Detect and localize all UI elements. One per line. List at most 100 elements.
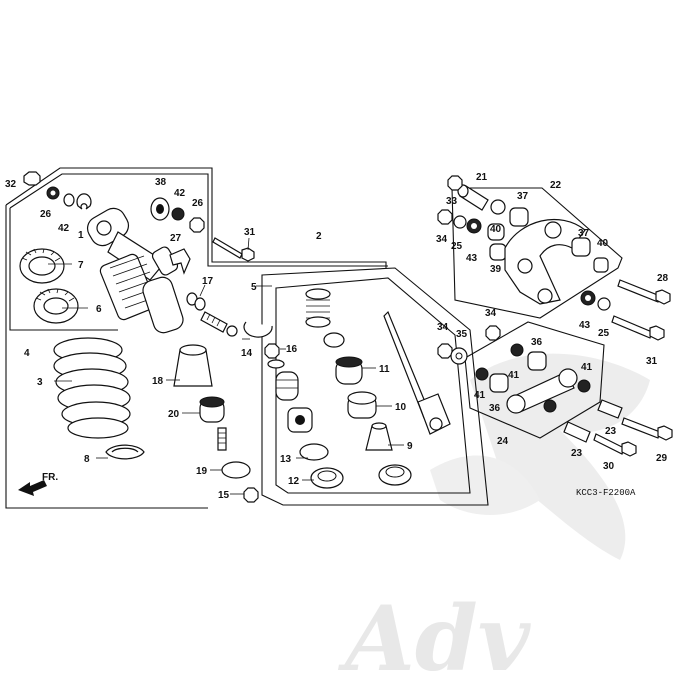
label-28: 28 xyxy=(657,273,669,284)
label-43: 43 xyxy=(466,253,478,264)
label-37: 37 xyxy=(517,191,529,202)
part-14-ring xyxy=(243,321,273,338)
part-32-nut xyxy=(23,171,41,186)
shock-absorber xyxy=(86,207,184,334)
label-22: 22 xyxy=(550,180,562,191)
part-18-boot xyxy=(173,344,213,387)
label-35: 35 xyxy=(456,329,468,340)
watermark-text: Adv xyxy=(337,586,532,678)
label-41b: 41 xyxy=(474,390,486,401)
label-12: 12 xyxy=(288,476,300,487)
label-39: 39 xyxy=(490,264,502,275)
part-24-connecting-rod xyxy=(506,368,578,414)
label-18: 18 xyxy=(152,376,164,387)
part-37-bushing-b xyxy=(571,237,591,257)
part-38-bushing xyxy=(150,197,170,221)
part-19-ring xyxy=(221,461,251,479)
part-30-bolt xyxy=(593,433,637,457)
part-stack-left xyxy=(267,359,313,433)
label-29: 29 xyxy=(656,453,668,464)
part-seat-bottom xyxy=(378,464,412,486)
part-33-nut xyxy=(447,175,463,191)
label-23b: 23 xyxy=(571,448,583,459)
label-42b: 42 xyxy=(174,188,186,199)
label-8: 8 xyxy=(84,454,90,465)
part-23-collar xyxy=(563,399,623,443)
label-40: 40 xyxy=(490,224,502,235)
part-28-bolt xyxy=(617,279,671,305)
part-26-nut xyxy=(46,186,60,200)
label-41c: 41 xyxy=(581,362,593,373)
label-31b: 31 xyxy=(646,356,658,367)
part-29-bolt xyxy=(621,417,673,441)
part-10-bushing xyxy=(347,391,377,419)
label-9: 9 xyxy=(407,441,413,452)
part-27-bracket xyxy=(169,248,191,275)
part-20-bushing xyxy=(199,396,225,423)
label-40b: 40 xyxy=(597,238,609,249)
label-41: 41 xyxy=(508,370,520,381)
label-21: 21 xyxy=(476,172,488,183)
diagram-code: KCC3-F2200A xyxy=(576,488,636,498)
part-17-rings xyxy=(186,292,206,311)
label-14: 14 xyxy=(241,348,253,359)
label-42: 42 xyxy=(58,223,70,234)
leader-lines xyxy=(48,237,404,495)
label-30: 30 xyxy=(603,461,615,472)
part-43-nut xyxy=(466,218,482,234)
part-16-nut xyxy=(264,343,280,359)
label-2: 2 xyxy=(316,231,322,242)
label-36b: 36 xyxy=(489,403,501,414)
label-17: 17 xyxy=(202,276,214,287)
label-26: 26 xyxy=(40,209,52,220)
label-5: 5 xyxy=(251,282,257,293)
part-valve xyxy=(200,311,238,337)
label-32: 32 xyxy=(5,179,17,190)
part-11-bumper xyxy=(335,356,363,385)
label-23: 23 xyxy=(605,426,617,437)
part-39-bushing xyxy=(489,243,507,261)
subframe-5 xyxy=(261,267,489,506)
label-11: 11 xyxy=(379,364,390,375)
part-25-washer-b xyxy=(597,297,611,311)
part-22-link-arm xyxy=(504,218,586,305)
front-direction-arrow: FR. xyxy=(18,472,58,496)
label-13: 13 xyxy=(280,454,292,465)
label-3: 3 xyxy=(37,377,43,388)
label-31: 31 xyxy=(244,227,256,238)
part-valve-stem xyxy=(217,427,227,451)
label-7: 7 xyxy=(78,260,84,271)
part-41-nut-c xyxy=(577,379,591,393)
part-8-spring-seat xyxy=(105,444,145,460)
part-13-ring xyxy=(299,443,329,461)
part-1-clip xyxy=(76,193,92,210)
part-31-bolt xyxy=(212,237,255,262)
part-25-washer xyxy=(453,215,467,229)
label-38: 38 xyxy=(155,177,167,188)
label-26b: 26 xyxy=(192,198,204,209)
part-41-nut-b xyxy=(475,367,489,381)
label-25b: 25 xyxy=(598,328,610,339)
part-9-bumper xyxy=(365,422,393,451)
part-number-labels: 32 26 42 1 38 42 26 31 27 17 2 7 6 5 16 … xyxy=(5,172,669,501)
label-1: 1 xyxy=(78,230,84,241)
label-16: 16 xyxy=(286,344,298,355)
label-4: 4 xyxy=(24,348,30,359)
part-35-washer xyxy=(450,347,468,365)
label-37b: 37 xyxy=(578,228,590,239)
label-27: 27 xyxy=(170,233,182,244)
subframe-24 xyxy=(464,321,605,439)
part-41-nut xyxy=(510,343,524,357)
part-42-washer xyxy=(63,193,75,207)
label-24: 24 xyxy=(497,436,509,447)
part-42-washer-b xyxy=(171,207,185,221)
part-washer-mid xyxy=(323,332,345,348)
part-36-bushing xyxy=(527,351,547,371)
part-41-nut-d xyxy=(543,399,557,413)
part-34-nut-c xyxy=(437,343,453,359)
part-34-nut-d xyxy=(485,325,501,341)
subframe-22 xyxy=(451,187,623,319)
label-25: 25 xyxy=(451,241,463,252)
label-19: 19 xyxy=(196,466,208,477)
